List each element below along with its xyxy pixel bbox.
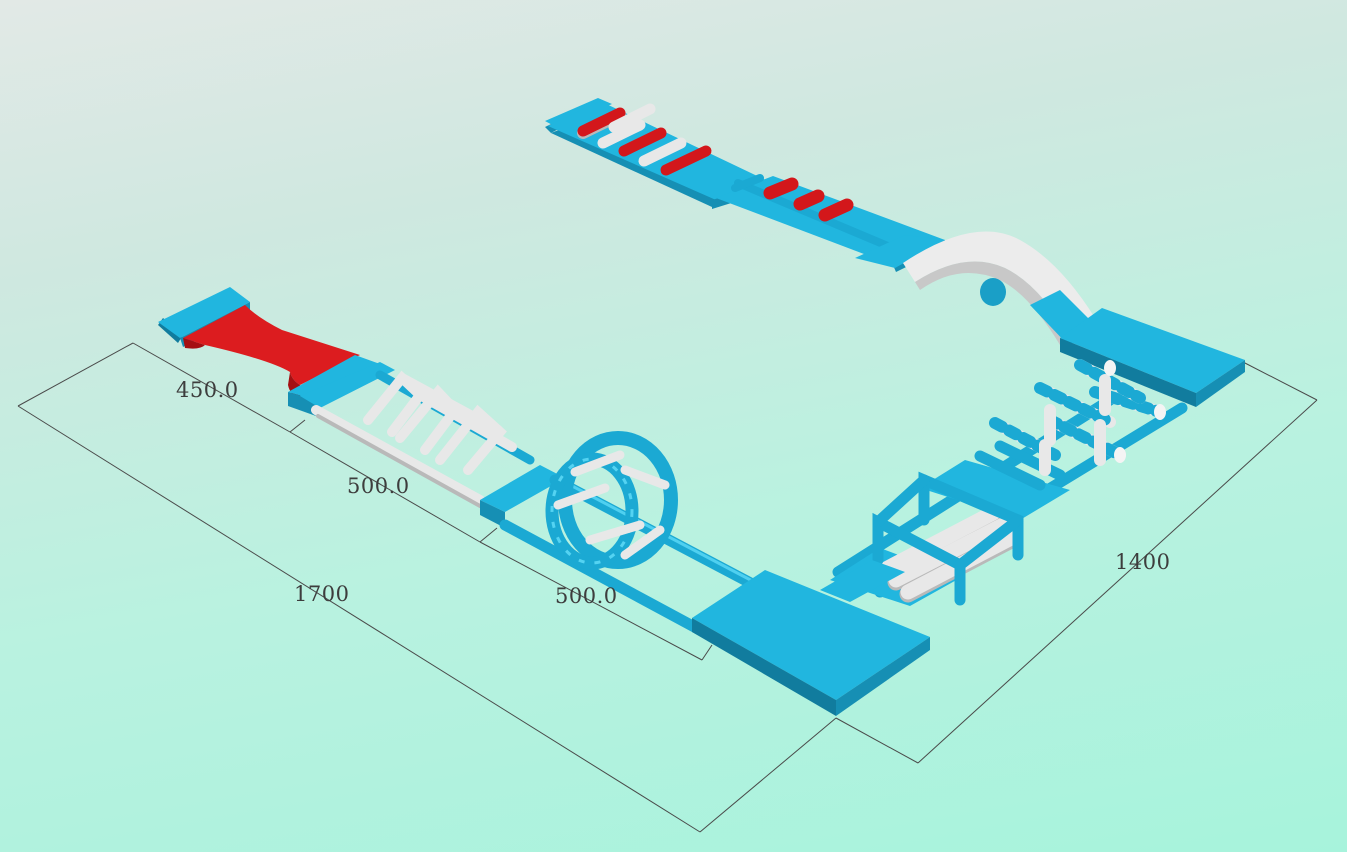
top-ramp-rungs	[577, 103, 712, 176]
dimension-label-1700: 1700	[294, 582, 350, 606]
right-corner-pad	[1060, 308, 1245, 407]
left-start	[158, 287, 360, 400]
right-lane	[830, 394, 1188, 606]
bottom-corner-pad	[692, 560, 930, 716]
dimension-label-500-lower: 500.0	[555, 584, 618, 608]
wheel-obstacle	[545, 431, 678, 570]
striped-obstacles	[989, 359, 1166, 476]
dimension-label-1400: 1400	[1115, 550, 1171, 574]
mid-red-rollers	[763, 177, 854, 222]
a-frames	[363, 370, 517, 475]
wheel-lane	[499, 431, 766, 636]
left-lane	[288, 355, 565, 528]
dimension-label-450: 450.0	[176, 378, 239, 402]
dimension-label-500-middle: 500.0	[347, 474, 410, 498]
dimension-lines	[17, 342, 1318, 833]
top-lane	[545, 98, 1100, 345]
